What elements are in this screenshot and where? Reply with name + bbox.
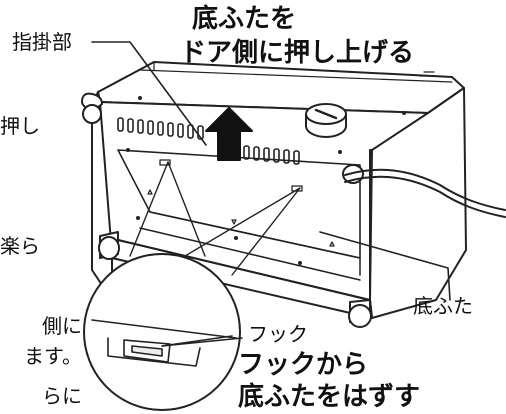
leader-hook — [161, 337, 243, 347]
side-text-fragment: 押し — [0, 114, 40, 138]
foot — [81, 92, 103, 124]
foot — [98, 231, 120, 260]
side-text-fragment: ます。 — [24, 344, 82, 368]
instruction-title-line2: ドア側に押し上げる — [180, 38, 415, 68]
hook-detail — [91, 319, 237, 367]
instruction-title-line1: 底ふたを — [192, 4, 297, 34]
hook-label: フック — [248, 322, 308, 346]
bottom-cover-label: 底ふた — [413, 294, 473, 318]
foot — [348, 299, 372, 328]
side-text-fragment: らに — [42, 384, 82, 408]
leader-finger-grip — [91, 41, 207, 146]
knob — [305, 103, 347, 138]
side-text-fragment: 側に — [42, 314, 82, 338]
push-up-arrow — [205, 107, 253, 161]
caption-line1: フックから — [238, 350, 369, 380]
appliance-right-side — [369, 87, 467, 319]
side-text-fragment: 楽ら — [0, 234, 40, 258]
caption-line2: 底ふたをはずす — [238, 382, 421, 412]
finger-grip-label: 指掛部 — [12, 30, 72, 54]
power-cord — [344, 168, 506, 211]
leader-bottom-cover — [319, 231, 451, 301]
magnifier-circle — [83, 253, 241, 411]
